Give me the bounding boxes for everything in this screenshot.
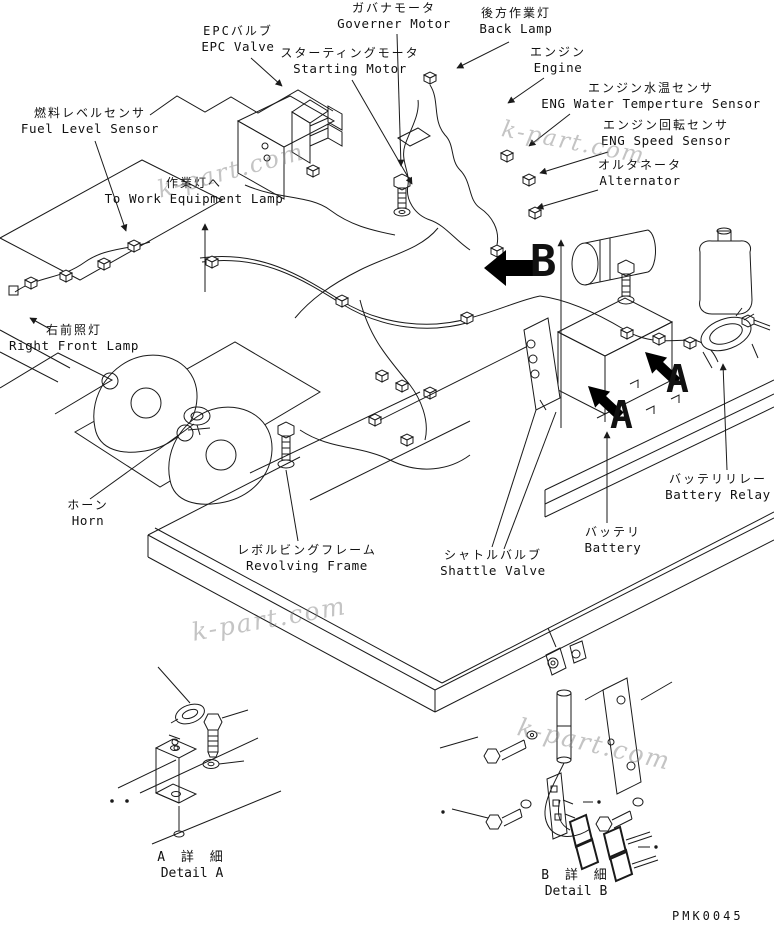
part-number: PMK0045 [672,909,744,923]
callout-eng-water-temp-sensor: エンジン水温センサ ENG Water Temperture Sensor [528,81,774,111]
callout-epc-valve-jp: EPCバルブ [203,24,273,38]
view-marker-b: B [530,236,557,287]
callout-epc-valve: EPCバルブ EPC Valve [183,24,293,54]
callout-shattle-valve: シャトルバルブ Shattle Valve [430,548,556,578]
callout-right-front-lamp-en: Right Front Lamp [8,338,139,353]
callout-eng-water-temp-sensor-en: ENG Water Temperture Sensor [541,96,761,111]
callout-governor-motor-en: Governer Motor [337,16,451,31]
callout-to-work-equipment-lamp-en: To Work Equipment Lamp [104,191,284,206]
view-marker-a1: A [666,357,689,401]
big-arrows [484,250,681,420]
callout-back-lamp-jp: 後方作業灯 [480,6,551,20]
detail-b-drawing [439,627,673,883]
callout-fuel-level-sensor: 燃料レベルセンサ Fuel Level Sensor [8,106,172,136]
callout-right-front-lamp-jp: 右前照灯 [45,323,102,337]
callout-horn-en: Horn [71,513,105,528]
callout-revolving-frame-en: Revolving Frame [246,558,368,573]
callout-epc-valve-en: EPC Valve [201,39,275,54]
callout-shattle-valve-jp: シャトルバルブ [443,548,542,562]
callout-starting-motor: スターティングモータ Starting Motor [268,46,432,76]
callout-to-work-equipment-lamp: 作業灯へ To Work Equipment Lamp [96,176,292,206]
callout-fuel-level-sensor-jp: 燃料レベルセンサ [33,106,146,120]
callout-right-front-lamp: 右前照灯 Right Front Lamp [2,323,146,353]
detail-b-caption-jp: B 詳 細 [541,868,611,883]
callout-eng-speed-sensor-jp: エンジン回転センサ [602,118,729,132]
boom-mount-brackets [74,341,321,505]
callout-governor-motor-jp: ガバナモータ [351,1,436,15]
callout-to-work-equipment-lamp-jp: 作業灯へ [165,176,222,190]
callout-fuel-level-sensor-en: Fuel Level Sensor [20,121,160,136]
battery-relay-part [700,307,759,369]
callout-governor-motor: ガバナモータ Governer Motor [308,1,480,31]
shuttle-valve-part [523,317,561,411]
callout-revolving-frame: レボルビングフレーム Revolving Frame [228,543,386,573]
callout-engine-jp: エンジン [529,45,586,59]
callout-eng-speed-sensor: エンジン回転センサ ENG Speed Sensor [590,118,742,148]
callout-horn-jp: ホーン [67,498,109,512]
callout-battery: バッテリ Battery [576,525,650,555]
callout-back-lamp-en: Back Lamp [479,21,553,36]
detail-b-caption-en: Detail B [544,884,608,899]
callout-alternator-en: Alternator [599,173,681,188]
callout-eng-speed-sensor-en: ENG Speed Sensor [600,133,731,148]
detail-a-drawing [110,666,282,845]
callout-shattle-valve-en: Shattle Valve [440,563,546,578]
callout-battery-en: Battery [584,540,642,555]
callout-battery-relay-jp: バッテリリレー [668,472,767,486]
callout-battery-relay: バッテリリレー Battery Relay [658,472,774,502]
callout-engine: エンジン Engine [512,45,604,75]
engine-part [397,84,499,251]
epc-valve-part [291,99,343,164]
detail-a-caption: A 詳 細 Detail A [130,850,254,882]
horn-part [183,406,211,436]
detail-a-caption-en: Detail A [160,866,224,881]
detail-b-caption: B 詳 細 Detail B [512,868,640,900]
bolts [277,173,771,469]
starting-motor-part [571,229,656,286]
callout-back-lamp: 後方作業灯 Back Lamp [452,6,580,36]
lower-left-frame [0,329,114,415]
callout-alternator: オルタネータ Alternator [582,158,698,188]
revolving-frame-deck [147,344,774,713]
leader-lines [29,33,728,550]
callout-starting-motor-jp: スターティングモータ [280,46,420,60]
callout-engine-en: Engine [533,60,583,75]
detail-a-caption-jp: A 詳 細 [157,850,227,865]
callout-revolving-frame-jp: レボルビングフレーム [237,543,377,557]
callout-alternator-jp: オルタネータ [597,158,682,172]
fuel-tank-area [149,89,396,236]
callout-starting-motor-en: Starting Motor [293,61,407,76]
callout-battery-relay-en: Battery Relay [665,487,771,502]
view-marker-a2: A [610,393,633,437]
callout-eng-water-temp-sensor-jp: エンジン水温センサ [587,81,714,95]
callout-horn: ホーン Horn [56,498,120,528]
reservoir-part [699,227,753,315]
callout-battery-jp: バッテリ [584,525,641,539]
